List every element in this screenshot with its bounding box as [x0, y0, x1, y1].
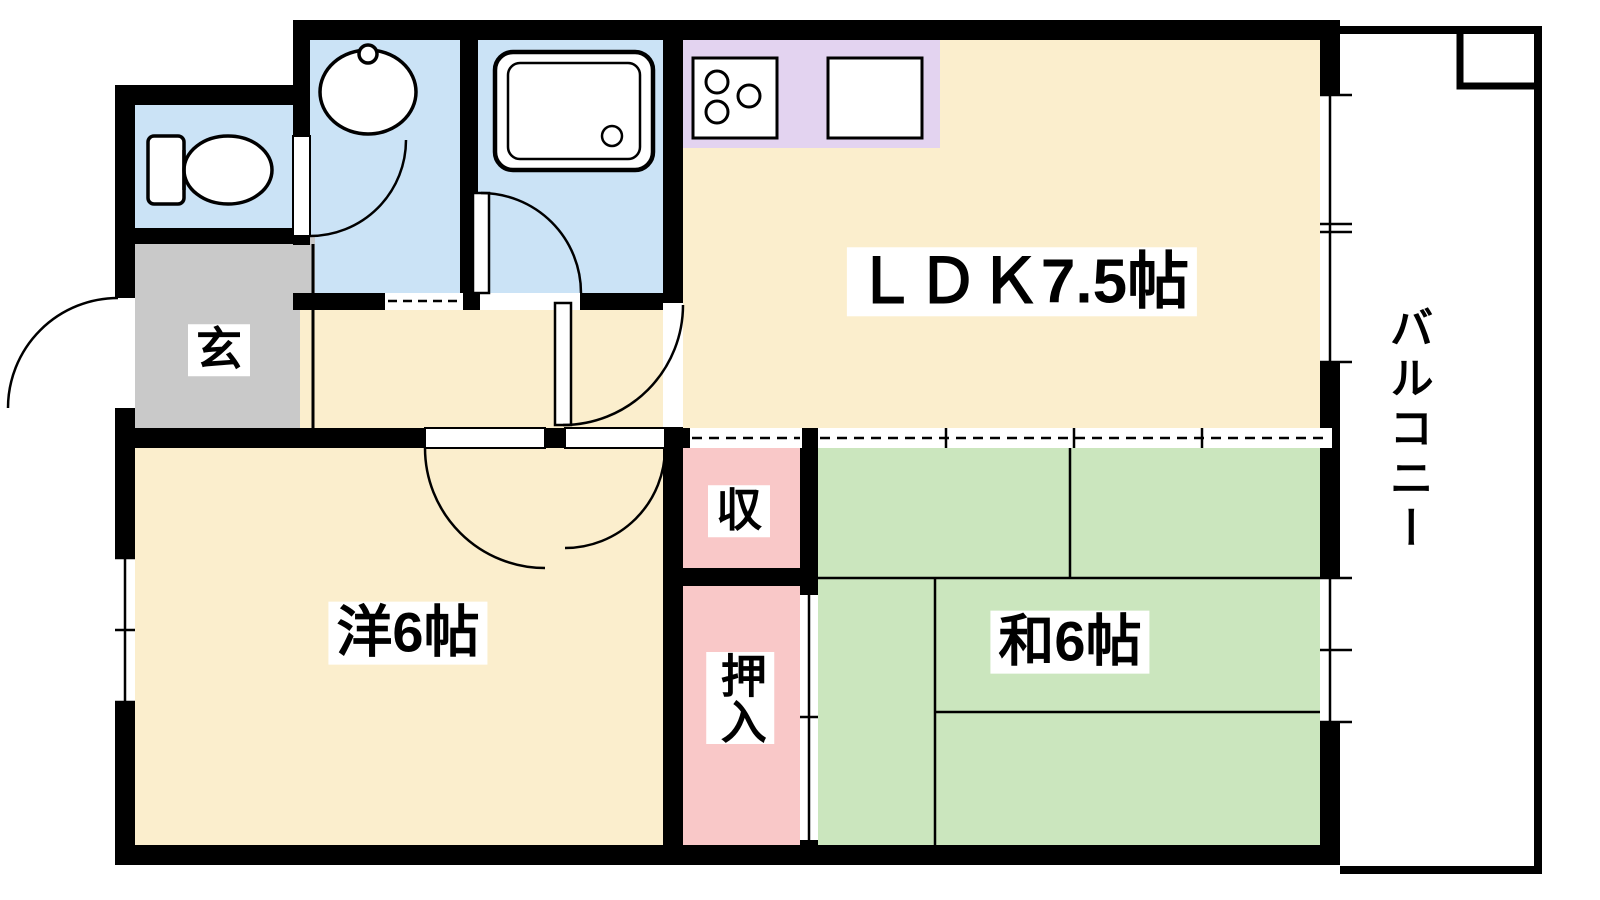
stove-icon [691, 56, 779, 140]
oshiire-label: 押入 [706, 652, 774, 744]
ldk-label: ＬＤＫ7.5帖 [846, 247, 1198, 317]
washroom-door-arc [309, 139, 408, 238]
window-ldk [1320, 93, 1352, 364]
washbasin-icon [318, 43, 418, 136]
wall-openings [115, 93, 1352, 840]
japanese-room-label: 和6帖 [990, 610, 1150, 674]
toilet-icon [146, 134, 274, 206]
kitchen-sink-icon [826, 56, 924, 140]
window-japanese [1320, 576, 1352, 724]
fixtures [146, 43, 924, 206]
tatami-lines [818, 448, 1320, 845]
room-fills [125, 30, 1340, 855]
doors [6, 139, 685, 570]
wall-toilet-bottom [115, 228, 310, 244]
bathroom-door-leaf [471, 191, 491, 295]
western-door-gap-right [564, 427, 666, 449]
wall-bottom [115, 845, 1340, 865]
western-door-arc-left [423, 447, 546, 570]
closet-label: 収 [708, 485, 770, 537]
entrance-door-arc [6, 296, 119, 409]
ldk-door-gap [663, 303, 683, 427]
balcony-outline [1340, 26, 1542, 874]
hallway-floor [300, 300, 683, 448]
ldk-door-leaf [553, 301, 573, 427]
ldk-door-arc [562, 304, 685, 427]
window-western [115, 556, 135, 704]
entrance-label: 玄 [188, 324, 250, 376]
bathtub-icon [492, 49, 656, 173]
wall-top [293, 20, 1340, 40]
balcony-label: バルコニー [1382, 305, 1432, 555]
western-door-arc-right [564, 447, 667, 550]
western-door-gap-left [424, 427, 546, 449]
wall-left [115, 85, 135, 865]
washroom-door-gap [292, 135, 311, 237]
entrance-door-gap [115, 298, 135, 408]
wall-closet-divider [663, 568, 818, 586]
western-room-label: 洋6帖 [328, 601, 488, 665]
wall-left-step [115, 85, 310, 105]
bathroom-door-arc [480, 191, 583, 294]
walls [115, 20, 1340, 865]
